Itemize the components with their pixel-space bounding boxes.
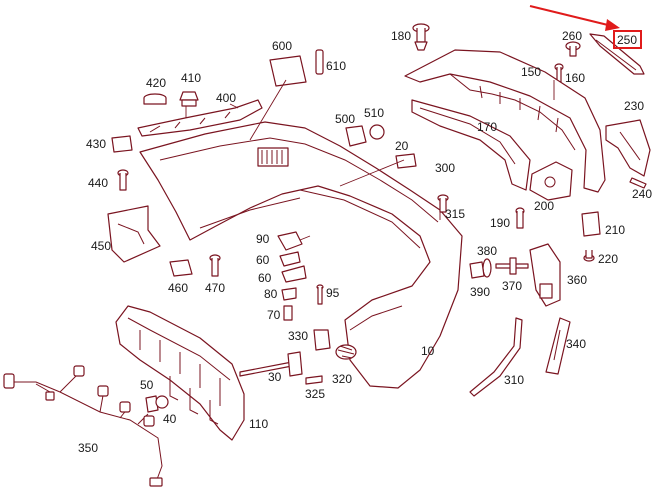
part-420-shape [143, 93, 167, 105]
part-170-shape [411, 99, 531, 191]
label-400[interactable]: 400 [216, 91, 236, 105]
part-325-shape [305, 375, 323, 385]
part-500-shape [345, 125, 367, 147]
part-10-bumper-shape [139, 121, 463, 389]
part-60a-shape [279, 251, 301, 267]
label-230[interactable]: 230 [624, 99, 644, 113]
leader-lines [185, 79, 555, 241]
label-380[interactable]: 380 [477, 244, 497, 258]
part-400-shape [137, 99, 263, 137]
label-330[interactable]: 330 [288, 329, 308, 343]
label-320[interactable]: 320 [332, 372, 352, 386]
part-600-shape [269, 55, 307, 87]
label-20[interactable]: 20 [395, 139, 409, 153]
label-170[interactable]: 170 [477, 120, 497, 134]
label-325[interactable]: 325 [305, 387, 325, 401]
label-150[interactable]: 150 [521, 65, 541, 79]
part-450-shape [107, 205, 161, 263]
part-370-shape [495, 257, 529, 275]
label-440[interactable]: 440 [88, 176, 108, 190]
label-220[interactable]: 220 [598, 252, 618, 266]
label-340[interactable]: 340 [566, 337, 586, 351]
label-420[interactable]: 420 [146, 76, 166, 90]
part-260-shape [565, 41, 581, 57]
label-240[interactable]: 240 [632, 187, 652, 201]
part-30-shape [239, 351, 303, 377]
label-80[interactable]: 80 [264, 287, 278, 301]
label-200[interactable]: 200 [534, 199, 554, 213]
part-470-shape [209, 254, 221, 277]
part-70-shape [283, 305, 293, 321]
part-40-shape [155, 395, 169, 409]
part-250-shape [589, 33, 645, 75]
label-310[interactable]: 310 [504, 373, 524, 387]
label-600[interactable]: 600 [272, 39, 292, 53]
label-410[interactable]: 410 [181, 71, 201, 85]
label-50[interactable]: 50 [140, 378, 154, 392]
label-430[interactable]: 430 [86, 137, 106, 151]
part-410-shape [179, 91, 199, 107]
part-430-shape [111, 135, 133, 153]
label-40[interactable]: 40 [163, 412, 177, 426]
highlight-arrow [529, 5, 620, 31]
part-350-harness-shape [3, 365, 163, 487]
label-30[interactable]: 30 [268, 370, 282, 384]
part-210-shape [581, 211, 601, 237]
part-80-shape [281, 287, 297, 301]
label-315[interactable]: 315 [445, 207, 465, 221]
part-340-shape [545, 317, 571, 375]
label-210[interactable]: 210 [605, 223, 625, 237]
label-360[interactable]: 360 [567, 273, 587, 287]
part-610-shape [315, 49, 324, 75]
label-90[interactable]: 90 [256, 232, 270, 246]
label-10[interactable]: 10 [421, 344, 435, 358]
part-90-shape [277, 231, 303, 251]
label-190[interactable]: 190 [490, 216, 510, 230]
label-160[interactable]: 160 [565, 71, 585, 85]
label-450[interactable]: 450 [91, 239, 111, 253]
part-95-shape [316, 284, 324, 305]
label-370[interactable]: 370 [502, 279, 522, 293]
label-60-lower[interactable]: 60 [258, 271, 272, 285]
part-180-shape [412, 23, 430, 51]
part-230-shape [605, 119, 651, 177]
part-390-shape [469, 261, 485, 279]
part-number-labels: 180 260 250 600 610 150 160 420 410 400 … [78, 29, 652, 455]
label-250[interactable]: 250 [617, 33, 637, 47]
part-200-shape [529, 161, 573, 201]
label-300[interactable]: 300 [435, 161, 455, 175]
label-470[interactable]: 470 [205, 281, 225, 295]
label-95[interactable]: 95 [326, 286, 340, 300]
part-150-shape [404, 49, 606, 193]
label-510[interactable]: 510 [364, 106, 384, 120]
part-510-shape [369, 124, 385, 140]
bumper-vents [257, 147, 289, 167]
label-350[interactable]: 350 [78, 441, 98, 455]
part-460-shape [169, 259, 193, 277]
part-315-shape [437, 194, 449, 213]
part-240-shape [629, 177, 647, 189]
label-610[interactable]: 610 [326, 59, 346, 73]
part-50-shape [145, 395, 159, 413]
label-390[interactable]: 390 [470, 285, 490, 299]
label-180[interactable]: 180 [391, 29, 411, 43]
part-220-shape [583, 250, 595, 262]
part-440-shape [117, 169, 129, 191]
part-310-shape [469, 317, 523, 397]
part-190-shape [515, 207, 525, 229]
label-60-upper[interactable]: 60 [256, 253, 270, 267]
part-320-shape [335, 344, 357, 360]
label-460[interactable]: 460 [168, 281, 188, 295]
label-70[interactable]: 70 [267, 308, 281, 322]
part-330-shape [313, 329, 331, 351]
part-20-shape [395, 153, 417, 169]
label-500[interactable]: 500 [335, 112, 355, 126]
part-60b-shape [281, 265, 307, 283]
highlight-box-250 [613, 30, 642, 49]
label-110[interactable]: 110 [249, 417, 268, 431]
label-260[interactable]: 260 [562, 29, 582, 43]
